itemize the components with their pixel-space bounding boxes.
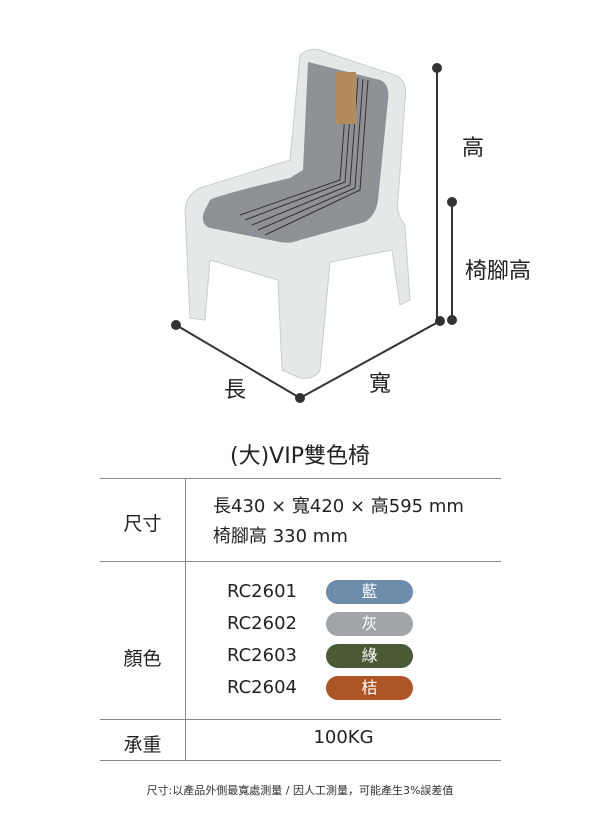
width-label: 寬 — [369, 372, 392, 397]
color-code: RC2602 — [227, 613, 297, 634]
color-swatch-green: 綠 — [326, 644, 413, 668]
color-header: 顏色 — [123, 648, 162, 670]
load-value: 100KG — [313, 727, 374, 748]
product-tag — [336, 72, 356, 124]
color-swatch-orange: 桔 — [326, 676, 413, 700]
size-leg-height: 椅腳高 330 mm — [213, 526, 348, 547]
size-header: 尺寸 — [123, 513, 162, 535]
chair-illustration — [171, 48, 457, 403]
column-divider — [185, 478, 186, 760]
height-label: 高 — [462, 136, 485, 161]
color-code: RC2604 — [227, 677, 297, 698]
length-label: 長 — [224, 378, 247, 403]
divider — [100, 719, 501, 720]
footnote: 尺寸:以產品外側最寬處測量 / 因人工測量，可能產生3%誤差值 — [146, 784, 454, 797]
color-swatch-blue: 藍 — [326, 580, 413, 604]
product-title: (大)VIP雙色椅 — [230, 444, 370, 469]
color-code: RC2601 — [227, 581, 297, 602]
color-swatch-gray: 灰 — [326, 612, 413, 636]
color-code: RC2603 — [227, 645, 297, 666]
leg-height-label: 椅腳高 — [465, 259, 532, 284]
load-header: 承重 — [123, 734, 162, 756]
divider — [100, 478, 501, 479]
size-dimensions: 長430 × 寬420 × 高595 mm — [213, 496, 464, 517]
divider — [100, 760, 501, 761]
divider — [100, 561, 501, 562]
